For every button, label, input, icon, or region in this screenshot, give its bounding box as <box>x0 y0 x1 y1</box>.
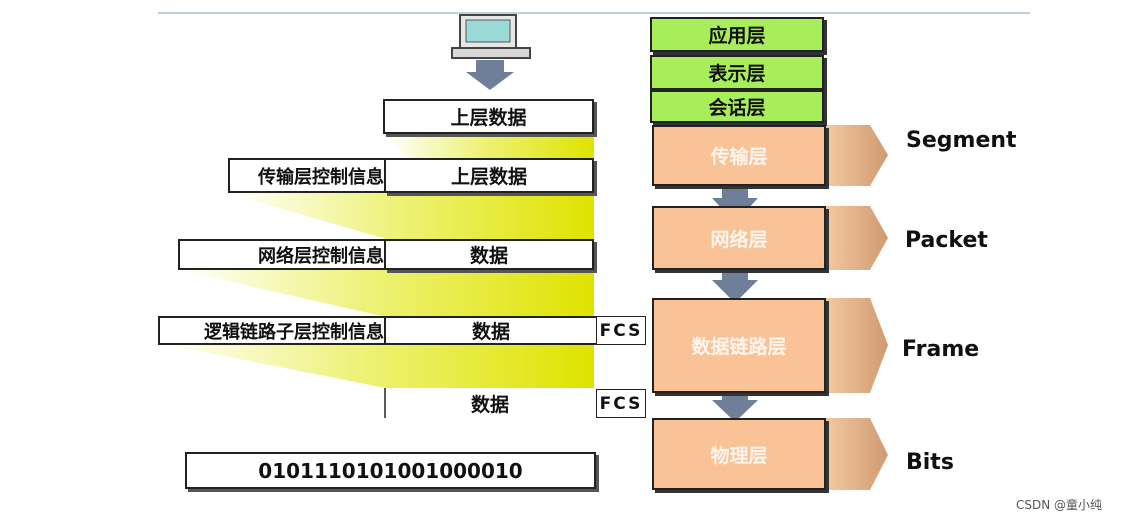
bits-chevron <box>826 418 888 490</box>
computer-down-arrow <box>466 60 514 90</box>
segment-label: Segment <box>906 128 1017 153</box>
network-datalink-arrow <box>712 268 758 303</box>
transport-network-arrow <box>712 186 758 223</box>
watermark: CSDN @童小纯 <box>1016 498 1103 512</box>
llc-control-info: 逻辑链路子层控制信息 <box>158 316 386 345</box>
datalink-physical-arrow <box>712 390 758 422</box>
wedge-upper-to-transport <box>385 134 594 160</box>
wedge-network-to-datalink <box>178 270 594 317</box>
mac-fcs: FCS <box>596 389 646 418</box>
physical-layer: 物理层 <box>652 418 826 490</box>
llc-fcs: FCS <box>596 316 646 345</box>
bits-label: Bits <box>906 450 954 475</box>
wedge-datalink-to-physical <box>158 343 594 388</box>
transport-data-box: 上层数据 <box>384 158 594 193</box>
transport-layer: 传输层 <box>652 125 826 186</box>
packet-chevron <box>826 206 888 270</box>
network-layer: 网络层 <box>652 206 826 270</box>
transport-control-info: 传输层控制信息 <box>228 158 386 193</box>
presentation-layer: 表示层 <box>650 55 824 90</box>
top-divider <box>158 12 1030 14</box>
session-layer: 会话层 <box>650 90 824 123</box>
frame-label: Frame <box>902 337 980 362</box>
application-layer: 应用层 <box>650 17 824 52</box>
wedge-transport-to-network <box>228 193 594 239</box>
network-data-box: 数据 <box>384 239 594 270</box>
network-control-info: 网络层控制信息 <box>178 239 386 270</box>
llc-data-box: 数据 <box>384 316 596 345</box>
computer-icon <box>451 14 531 59</box>
datalink-layer: 数据链路层 <box>652 298 826 393</box>
packet-label: Packet <box>905 228 988 253</box>
upper-data-box: 上层数据 <box>383 99 594 134</box>
bit-stream: 0101110101001000010 <box>185 452 596 489</box>
frame-chevron <box>826 298 888 393</box>
segment-chevron <box>826 125 888 186</box>
mac-data: 数据 <box>470 393 509 416</box>
